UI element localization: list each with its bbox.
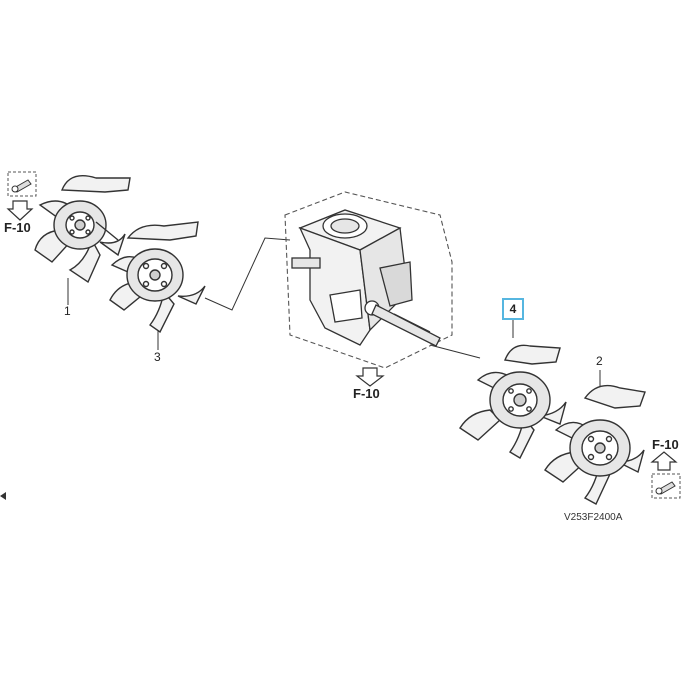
up-arrow-icon-right (650, 451, 678, 471)
callout-3: 3 (154, 350, 161, 364)
leader-lines (67, 237, 601, 392)
bolt-pin-icon-left (7, 171, 37, 197)
callout-1: 1 (64, 304, 71, 318)
ref-f10-left: F-10 (4, 220, 31, 235)
drawing-code: V253F2400A (564, 512, 623, 523)
tine-part-2 (544, 384, 646, 505)
ref-f10-center: F-10 (353, 386, 380, 401)
tine-part-4 (459, 344, 567, 459)
edge-mark (0, 492, 6, 500)
callout-2: 2 (596, 354, 603, 368)
callout-4: 4 (502, 298, 524, 320)
transmission-assembly (284, 191, 453, 369)
tine-part-1 (34, 175, 131, 284)
ref-f10-right: F-10 (652, 437, 679, 452)
down-arrow-icon-center (355, 367, 385, 387)
bolt-pin-icon-right (651, 473, 681, 499)
tine-part-3 (109, 221, 206, 334)
down-arrow-icon-left (6, 200, 34, 221)
